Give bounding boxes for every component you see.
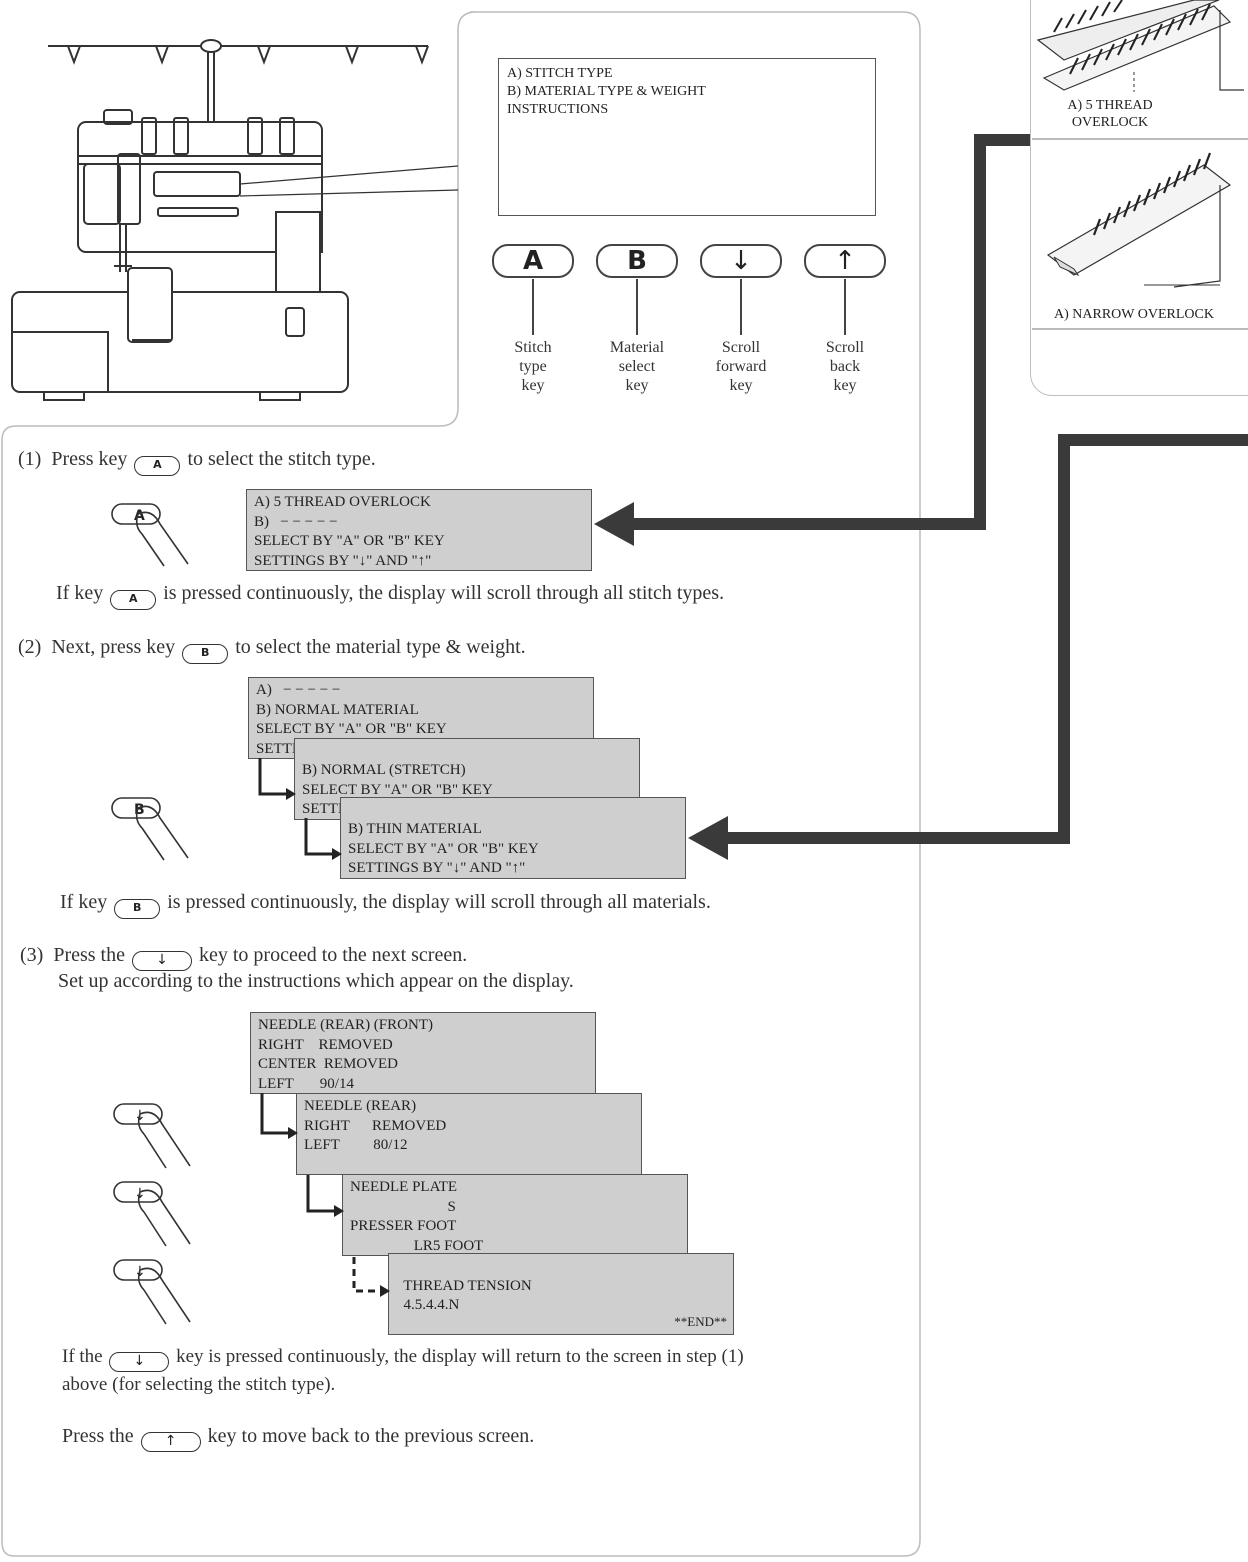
stitch-type-key[interactable]: A: [492, 244, 574, 278]
stitch-type-key-label: Stitch type key: [514, 339, 552, 394]
inline-scroll-forward-key: ↓: [109, 1352, 170, 1372]
thumbnail-divider: [1032, 328, 1248, 330]
finger-pressing-a-key-icon: A: [111, 503, 189, 567]
step-2-note: If key B is pressed continuously, the di…: [60, 891, 711, 919]
step2-sequence-arrows: [258, 758, 342, 860]
step-1-note: If key A is pressed continuously, the di…: [56, 582, 724, 610]
five-thread-overlock-illustration: [1036, 0, 1244, 92]
inline-b-key: B: [182, 644, 229, 664]
thumbnail-caption-5-thread: A) 5 THREAD OVERLOCK: [1067, 98, 1153, 130]
key-leader-line: [636, 279, 638, 335]
connector-arrows: [594, 134, 1248, 860]
display-line: INSTRUCTIONS: [507, 102, 609, 117]
scroll-back-key-label: Scroll back key: [825, 339, 865, 394]
step-1-instruction: (1) Press key A to select the stitch typ…: [18, 448, 376, 476]
thumbnail-panel: [1030, 0, 1248, 396]
lcd-step2-thin: B) THIN MATERIAL SELECT BY "A" OR "B" KE…: [340, 797, 686, 879]
scroll-back-key[interactable]: ↑: [804, 244, 886, 278]
key-leader-line: [844, 279, 846, 335]
svg-text:A: A: [134, 508, 145, 524]
step3-sequence-arrows: [260, 1093, 390, 1297]
end-label: **END**: [674, 1313, 727, 1329]
finger-pressing-down-key-icon: ↓: [113, 1259, 191, 1325]
thumbnail-caption-narrow: A) NARROW OVERLOCK: [1054, 307, 1214, 322]
inline-scroll-forward-key: ↓: [132, 951, 192, 971]
inline-scroll-back-key: ↑: [140, 1432, 201, 1452]
inline-a-key: A: [110, 590, 157, 610]
step-3-note-1: If the ↓ key is pressed continuously, th…: [62, 1346, 744, 1372]
material-select-key[interactable]: B: [596, 244, 678, 278]
material-select-key-label: Material select key: [609, 339, 665, 394]
display-panel: A) STITCH TYPE B) MATERIAL TYPE & WEIGHT…: [498, 58, 876, 216]
thread-tension-text: THREAD TENSION 4.5.4.4.N: [403, 1277, 532, 1314]
lcd-step1: A) 5 THREAD OVERLOCK B) − − − − − SELECT…: [246, 489, 592, 571]
step-3-instruction-line2: Set up according to the instructions whi…: [58, 970, 574, 992]
thumbnail-divider: [1032, 138, 1248, 140]
lcd-step3-plate-foot: NEEDLE PLATE S PRESSER FOOT LR5 FOOT: [342, 1174, 688, 1256]
inline-b-key: B: [114, 899, 161, 919]
scroll-forward-key-label: Scroll forward key: [715, 339, 767, 394]
svg-text:B: B: [134, 802, 145, 818]
scroll-forward-key[interactable]: ↓: [700, 244, 782, 278]
key-leader-line: [740, 279, 742, 335]
lcd-step3-needle-front: NEEDLE (REAR) (FRONT) RIGHT REMOVED CENT…: [250, 1012, 596, 1094]
serger-machine-illustration: [11, 39, 458, 401]
step-3-instruction: (3) Press the ↓ key to proceed to the ne…: [20, 944, 467, 971]
step-2-instruction: (2) Next, press key B to select the mate…: [18, 636, 526, 664]
step-3-note-1-line2: above (for selecting the stitch type).: [62, 1374, 336, 1395]
finger-pressing-down-key-icon: ↓: [113, 1181, 191, 1247]
narrow-overlock-illustration: [1046, 152, 1232, 288]
key-leader-line: [532, 279, 534, 335]
display-line: A) STITCH TYPE: [507, 66, 613, 81]
lcd-step3-thread-tension: THREAD TENSION 4.5.4.4.N **END**: [388, 1253, 734, 1335]
finger-pressing-down-key-icon: ↓: [113, 1103, 191, 1169]
inline-a-key: A: [134, 456, 181, 476]
display-line: B) MATERIAL TYPE & WEIGHT: [507, 84, 706, 99]
finger-pressing-b-key-icon: B: [111, 797, 189, 861]
step-3-note-2: Press the ↑ key to move back to the prev…: [62, 1425, 534, 1452]
main-panel-outline: [1, 11, 921, 1557]
